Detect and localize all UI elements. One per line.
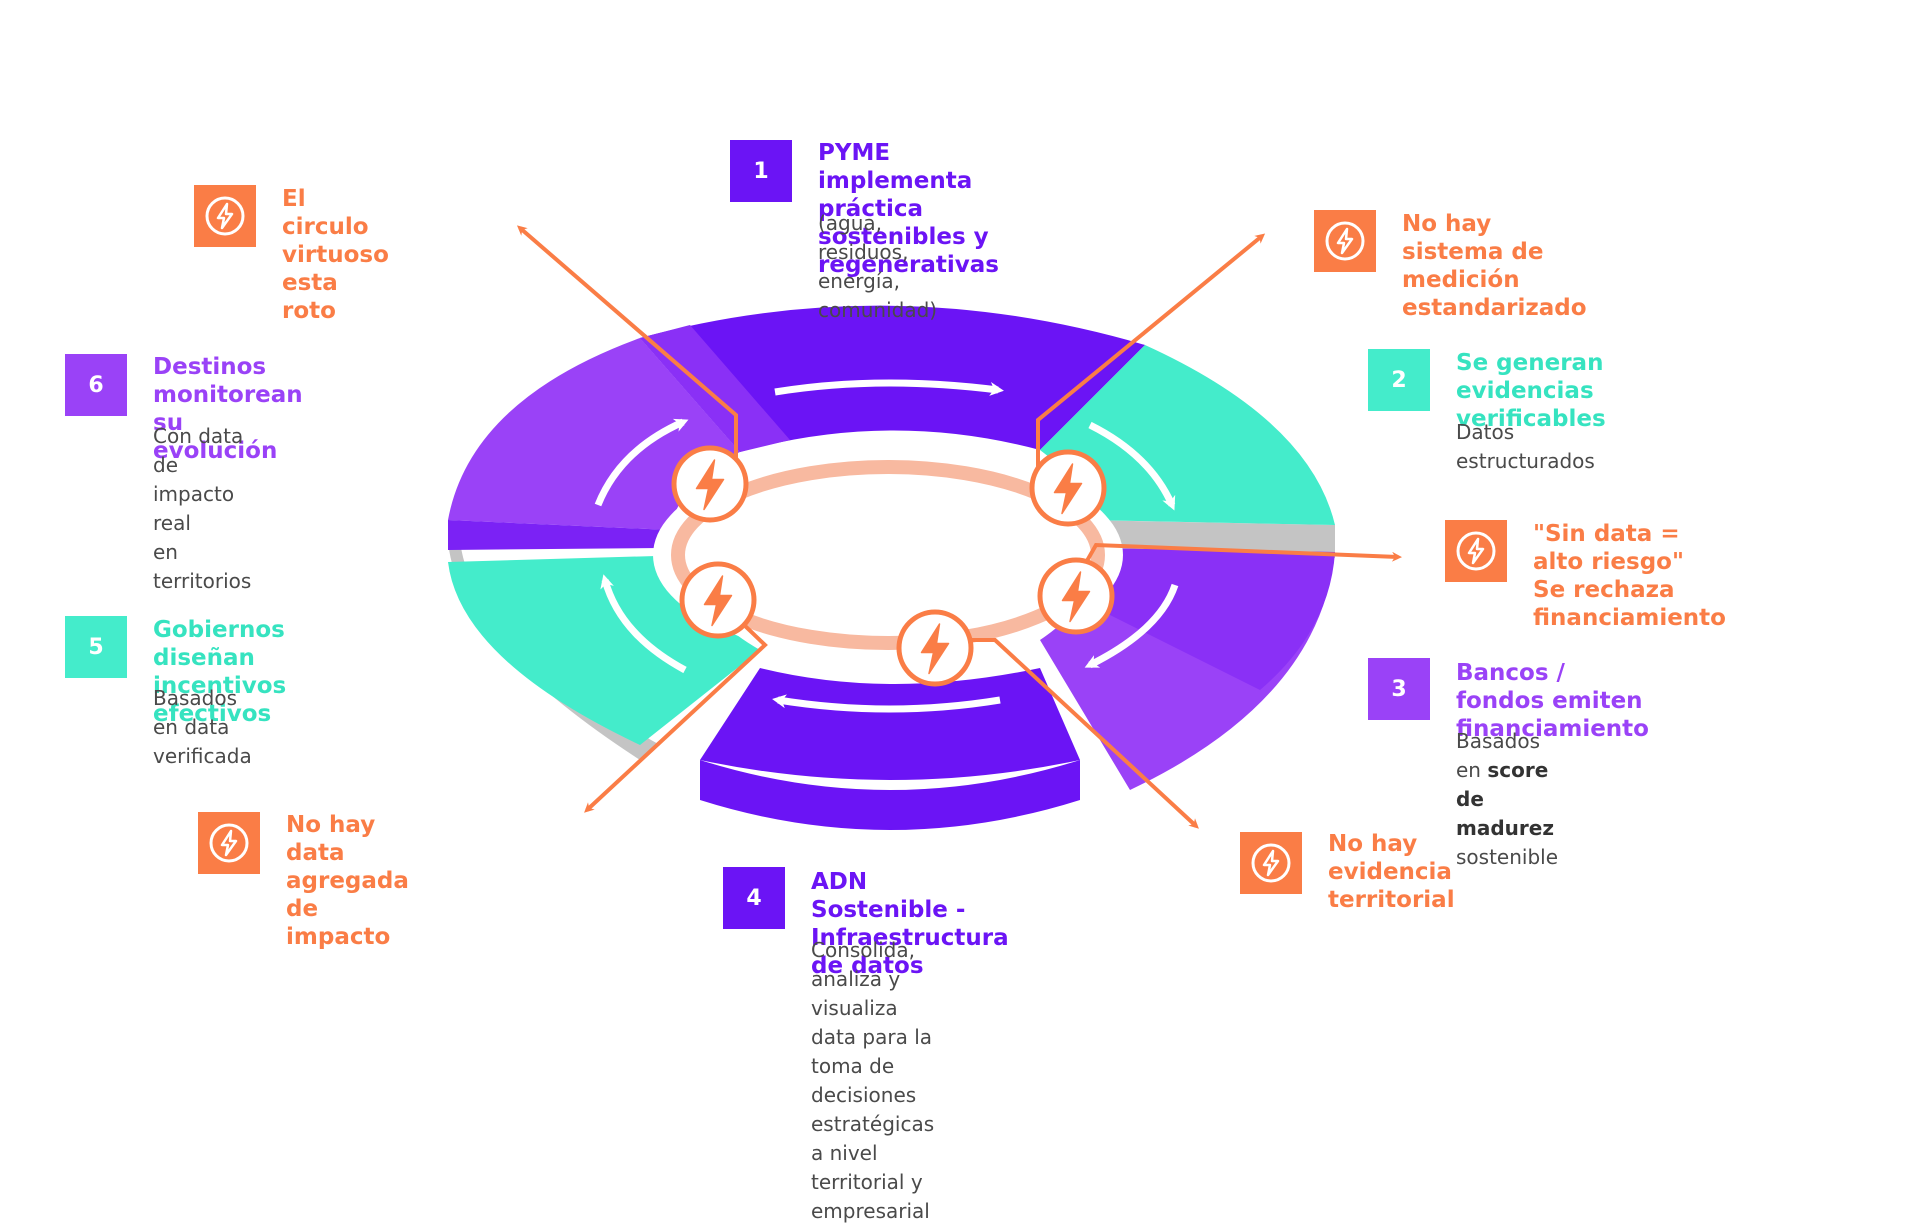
step-desc-1: (agua, residuos, energía, comunidad) (818, 211, 938, 322)
flow-arrow-5 (600, 574, 687, 674)
ring-bolt-3 (1037, 557, 1115, 635)
lightning-bolt-icon (198, 812, 260, 874)
segment-6 (448, 338, 740, 530)
flow-arrow-4 (772, 694, 1001, 713)
ring-hole (653, 450, 1123, 660)
ring-bolt-4 (896, 609, 974, 687)
ring-bolt-1 (671, 445, 749, 523)
ring-wall-purple-bottom (700, 760, 1080, 830)
step-number-3: 3 (1368, 658, 1430, 720)
step-desc-5: Basados en data verificada (153, 686, 252, 768)
flow-arrow-6 (594, 418, 689, 507)
lightning-bolt-icon (1314, 210, 1376, 272)
segment-3-dark (1080, 548, 1335, 690)
step-title-1: PYME implementa práctica sostenibles y r… (818, 140, 999, 278)
step-desc-6: Con data de impacto real en territorios (153, 424, 252, 593)
flow-arrow-1 (774, 379, 1004, 396)
segment-2 (1040, 345, 1335, 525)
flow-arrow-3 (1084, 583, 1179, 669)
lightning-bolt-icon (194, 185, 256, 247)
lightning-bolt-icon (1240, 832, 1302, 894)
warning-text-4: No hay evidencia territorial (1328, 831, 1455, 913)
step-number-4: 4 (723, 867, 785, 929)
step-desc-4: Consolida, analiza y visualiza data para… (811, 938, 935, 1223)
ring-bolt-2 (1029, 449, 1107, 527)
inner-salmon-ring (671, 460, 1105, 650)
step-title-4: ADN Sostenible - Infraestructura de dato… (811, 869, 1009, 979)
segment-4 (700, 668, 1080, 780)
step-desc-2: Datos estructurados (1456, 420, 1595, 473)
step-title-2: Se generan evidencias verificables (1456, 350, 1606, 432)
step-title-5: Gobiernos diseñan incentivos efectivos (153, 617, 287, 727)
warning-text-3: "Sin data = alto riesgo" Se rechaza fina… (1533, 521, 1726, 631)
step-title-6: Destinos monitorean su evolución (153, 354, 303, 464)
step-number-2: 2 (1368, 349, 1430, 411)
step-number-1: 1 (730, 140, 792, 202)
step-title-3: Bancos / fondos emiten financiamiento (1456, 660, 1649, 742)
cycle-diagram (448, 225, 1402, 830)
flow-arrow-2 (1088, 421, 1176, 511)
segment-6-dark (448, 520, 670, 550)
step-number-5: 5 (65, 616, 127, 678)
warning-text-2: No hay sistema de medición estandarizado (1402, 211, 1587, 321)
step-number-6: 6 (65, 354, 127, 416)
segment-1-light (640, 325, 790, 452)
leader-arrow-medicion (1036, 233, 1266, 470)
lightning-bolt-icon (1445, 520, 1507, 582)
ring-bolt-5 (679, 561, 757, 639)
warning-text-5: No hay data agregada de impacto (286, 812, 409, 950)
warning-text-1: El circulo virtuoso esta roto (282, 186, 389, 324)
